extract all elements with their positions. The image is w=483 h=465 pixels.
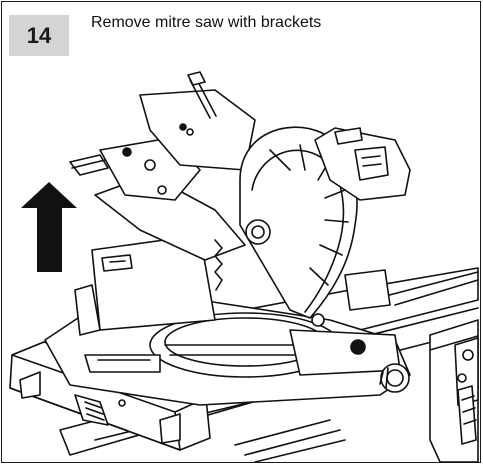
saw-handle xyxy=(314,127,411,201)
saw-arm xyxy=(69,71,256,261)
up-arrow-icon xyxy=(21,182,77,272)
step-number: 14 xyxy=(26,22,52,48)
instruction-text: Remove mitre saw with brackets xyxy=(91,14,322,31)
step-number-badge: 14 xyxy=(9,15,69,56)
